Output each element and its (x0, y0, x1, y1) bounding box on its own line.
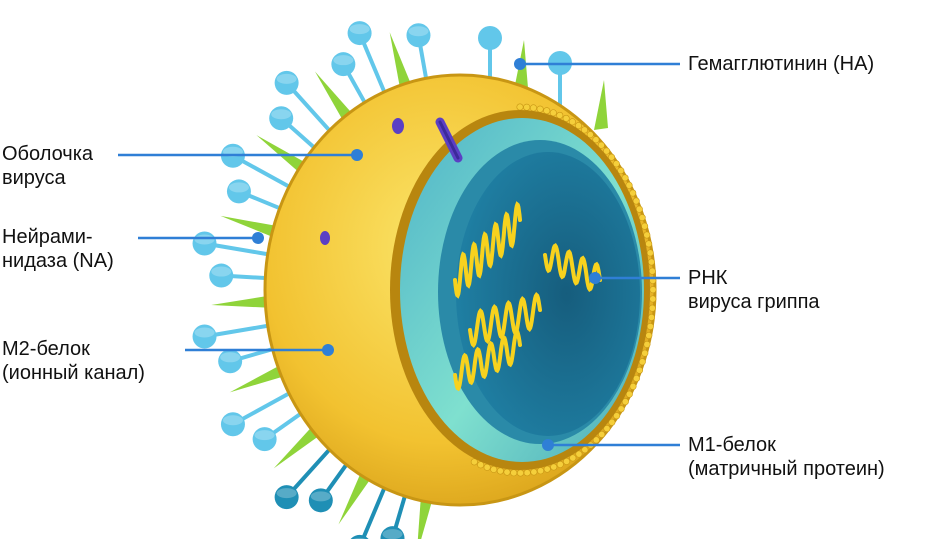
hemagglutinin-spike (347, 21, 388, 97)
hemagglutinin-spike (218, 346, 277, 374)
hemagglutinin-spike (220, 389, 294, 437)
hemagglutinin-spike (380, 491, 408, 539)
neuraminidase-spike (229, 364, 286, 393)
label-m1: M1-белок(матричный протеин) (688, 434, 885, 480)
neuraminidase-spike (417, 496, 433, 539)
hemagglutinin-spike (209, 263, 270, 288)
neuraminidase-spike (594, 80, 608, 130)
hemagglutinin-spike (308, 460, 351, 513)
neuraminidase-spike (273, 425, 322, 469)
label-neuraminidase: Нейрами-нидаза (NA) (2, 226, 114, 272)
hemagglutinin-spike (269, 106, 319, 152)
neuraminidase-spike (338, 470, 373, 525)
label-hemagglutinin: Гемагглютинин (HA) (688, 53, 875, 75)
hemagglutinin-spike (274, 445, 334, 510)
hemagglutinin-spike (331, 52, 369, 108)
hemagglutinin-spike (192, 323, 272, 349)
hemagglutinin-spike (406, 23, 431, 83)
virus-cross-section (390, 110, 650, 470)
hemagglutinin-spike (274, 70, 334, 135)
hemagglutinin-spike (226, 179, 285, 212)
neuraminidase-spike (314, 71, 354, 123)
neuraminidase-spike (389, 32, 412, 90)
label-m2: M2-белок(ионный канал) (2, 338, 145, 384)
neuraminidase-spike (211, 295, 270, 308)
hemagglutinin-spike (252, 409, 305, 452)
rna-segments (453, 201, 602, 392)
m2-channels (320, 117, 463, 245)
virus-core (456, 152, 640, 436)
callout-lines (118, 58, 680, 451)
neuraminidase-spike (220, 215, 278, 238)
